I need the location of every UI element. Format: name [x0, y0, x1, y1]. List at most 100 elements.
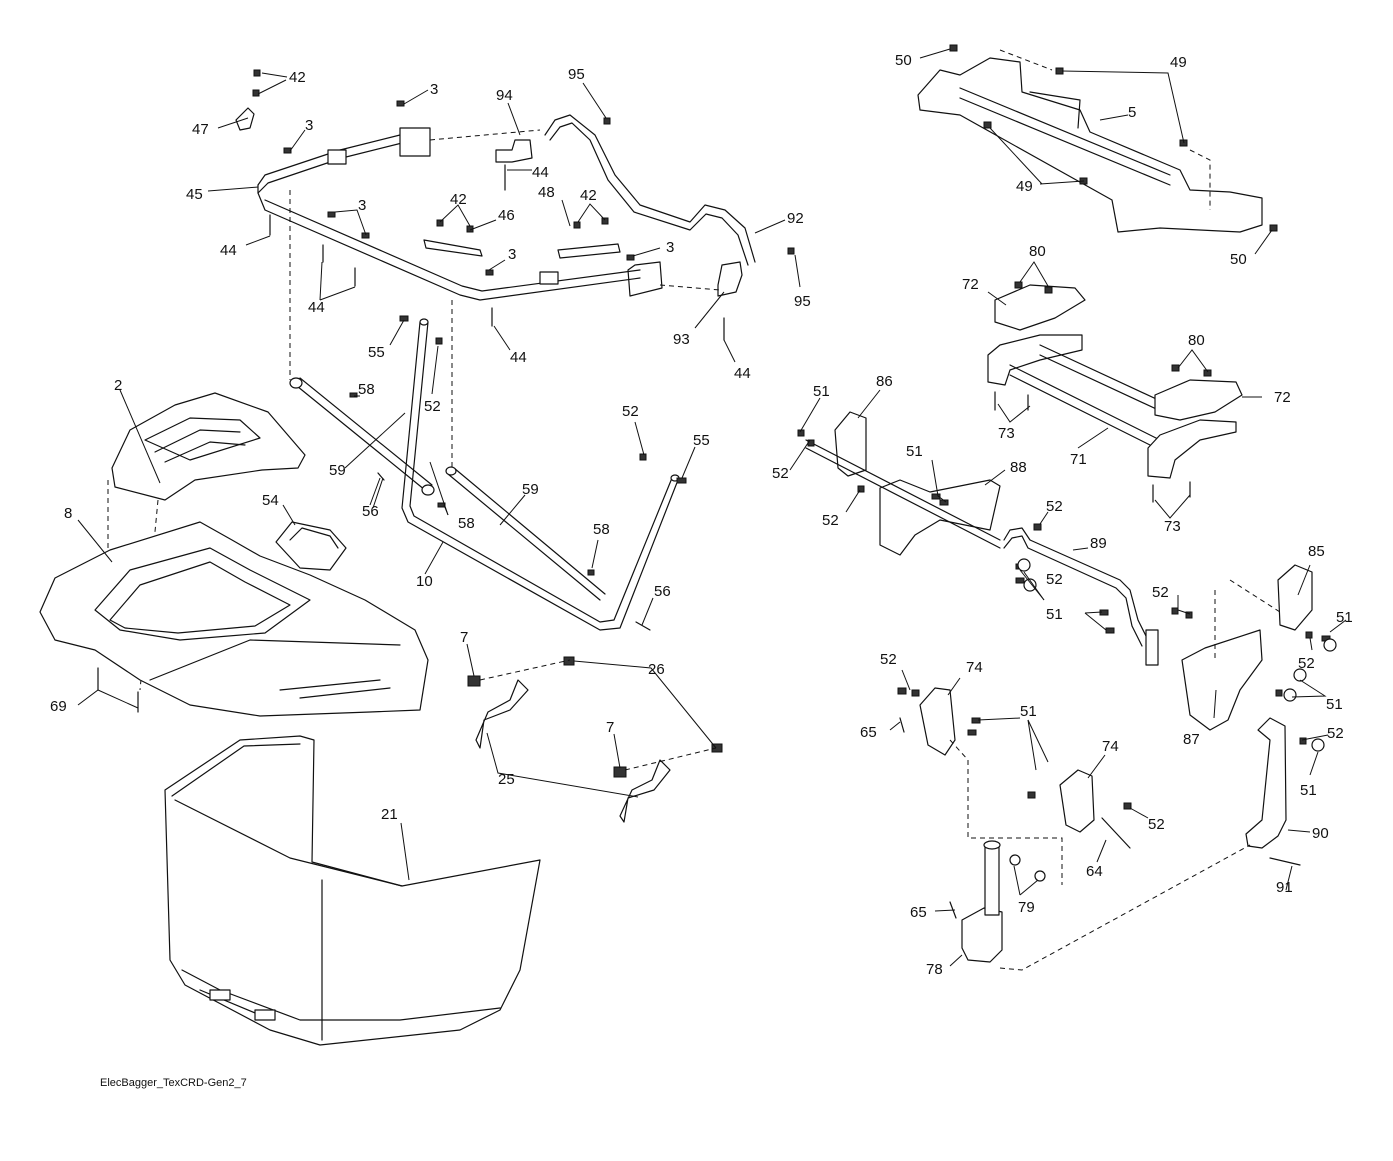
callout-52: 52 [622, 403, 639, 420]
callout-42: 42 [580, 187, 597, 204]
plate-48 [557, 243, 621, 259]
callout-90: 90 [1312, 825, 1329, 842]
callout-54: 54 [262, 492, 279, 509]
callout-73: 73 [998, 425, 1015, 442]
callout-51: 51 [1020, 703, 1037, 720]
callout-3: 3 [666, 239, 674, 256]
screw-55b [676, 477, 687, 484]
alignment-lines-left [107, 129, 721, 691]
handle-54 [275, 521, 347, 571]
callout-74: 74 [966, 659, 983, 676]
bracket-assembly-71 [987, 281, 1243, 503]
callout-7: 7 [606, 719, 614, 736]
callout-25: 25 [498, 771, 515, 788]
callout-52: 52 [1327, 725, 1344, 742]
callout-50: 50 [1230, 251, 1247, 268]
callout-71: 71 [1070, 451, 1087, 468]
callout-51: 51 [1300, 782, 1317, 799]
callout-80: 80 [1029, 243, 1046, 260]
pin-58c [587, 569, 595, 576]
callout-89: 89 [1090, 535, 1107, 552]
callout-8: 8 [64, 505, 72, 522]
callout-55: 55 [368, 344, 385, 361]
callout-52: 52 [424, 398, 441, 415]
callout-52: 52 [880, 651, 897, 668]
callout-46: 46 [498, 207, 515, 224]
hardware-right [797, 429, 1337, 752]
callout-56: 56 [654, 583, 671, 600]
callout-44: 44 [510, 349, 527, 366]
callout-52: 52 [1298, 655, 1315, 672]
pin-58 [349, 392, 358, 398]
callout-65: 65 [860, 724, 877, 741]
top-cover [111, 392, 306, 501]
callout-58: 58 [458, 515, 475, 532]
callout-10: 10 [416, 573, 433, 590]
callout-45: 45 [186, 186, 203, 203]
hardware-screws [252, 69, 795, 341]
support-rods [289, 318, 680, 631]
callout-21: 21 [381, 806, 398, 823]
callout-91: 91 [1276, 879, 1293, 896]
callout-52: 52 [822, 512, 839, 529]
callout-69: 69 [50, 698, 67, 715]
callout-5: 5 [1128, 104, 1136, 121]
callout-94: 94 [496, 87, 513, 104]
callout-93: 93 [673, 331, 690, 348]
leader-lines [77, 48, 1347, 967]
callout-52: 52 [1148, 816, 1165, 833]
callout-80: 80 [1188, 332, 1205, 349]
callout-51: 51 [906, 443, 923, 460]
callout-3: 3 [430, 81, 438, 98]
bracket-94 [495, 139, 533, 163]
callout-95: 95 [568, 66, 585, 83]
callout-44: 44 [220, 242, 237, 259]
latch-25 [467, 656, 723, 823]
callout-86: 86 [876, 373, 893, 390]
callout-50: 50 [895, 52, 912, 69]
callout-92: 92 [787, 210, 804, 227]
callout-88: 88 [1010, 459, 1027, 476]
bracket-93 [717, 261, 743, 297]
tube-handle [544, 114, 756, 266]
callout-51: 51 [1336, 609, 1353, 626]
nut-52b [639, 453, 647, 461]
pin-56b [635, 621, 651, 631]
callout-44: 44 [308, 299, 325, 316]
callout-59: 59 [329, 462, 346, 479]
callout-3: 3 [358, 197, 366, 214]
callout-26: 26 [648, 661, 665, 678]
callout-85: 85 [1308, 543, 1325, 560]
callout-58: 58 [358, 381, 375, 398]
callout-73: 73 [1164, 518, 1181, 535]
nut-52 [435, 337, 443, 345]
callout-52: 52 [772, 465, 789, 482]
callout-7: 7 [460, 629, 468, 646]
callout-55: 55 [693, 432, 710, 449]
grass-bag [164, 735, 541, 1046]
callout-52: 52 [1152, 584, 1169, 601]
plate-46 [423, 239, 483, 257]
callout-49: 49 [1016, 178, 1033, 195]
callout-58: 58 [593, 521, 610, 538]
lower-plates [897, 687, 1301, 971]
bag-frame [257, 127, 663, 301]
callout-72: 72 [962, 276, 979, 293]
bag-lid [39, 521, 429, 717]
callout-74: 74 [1102, 738, 1119, 755]
callout-59: 59 [522, 481, 539, 498]
callout-42: 42 [450, 191, 467, 208]
callout-49: 49 [1170, 54, 1187, 71]
callout-52: 52 [1046, 498, 1063, 515]
callout-56: 56 [362, 503, 379, 520]
callout-51: 51 [1326, 696, 1343, 713]
lift-linkage [805, 411, 1313, 849]
callout-65: 65 [910, 904, 927, 921]
callout-47: 47 [192, 121, 209, 138]
callout-87: 87 [1183, 731, 1200, 748]
callout-44: 44 [734, 365, 751, 382]
callout-51: 51 [813, 383, 830, 400]
